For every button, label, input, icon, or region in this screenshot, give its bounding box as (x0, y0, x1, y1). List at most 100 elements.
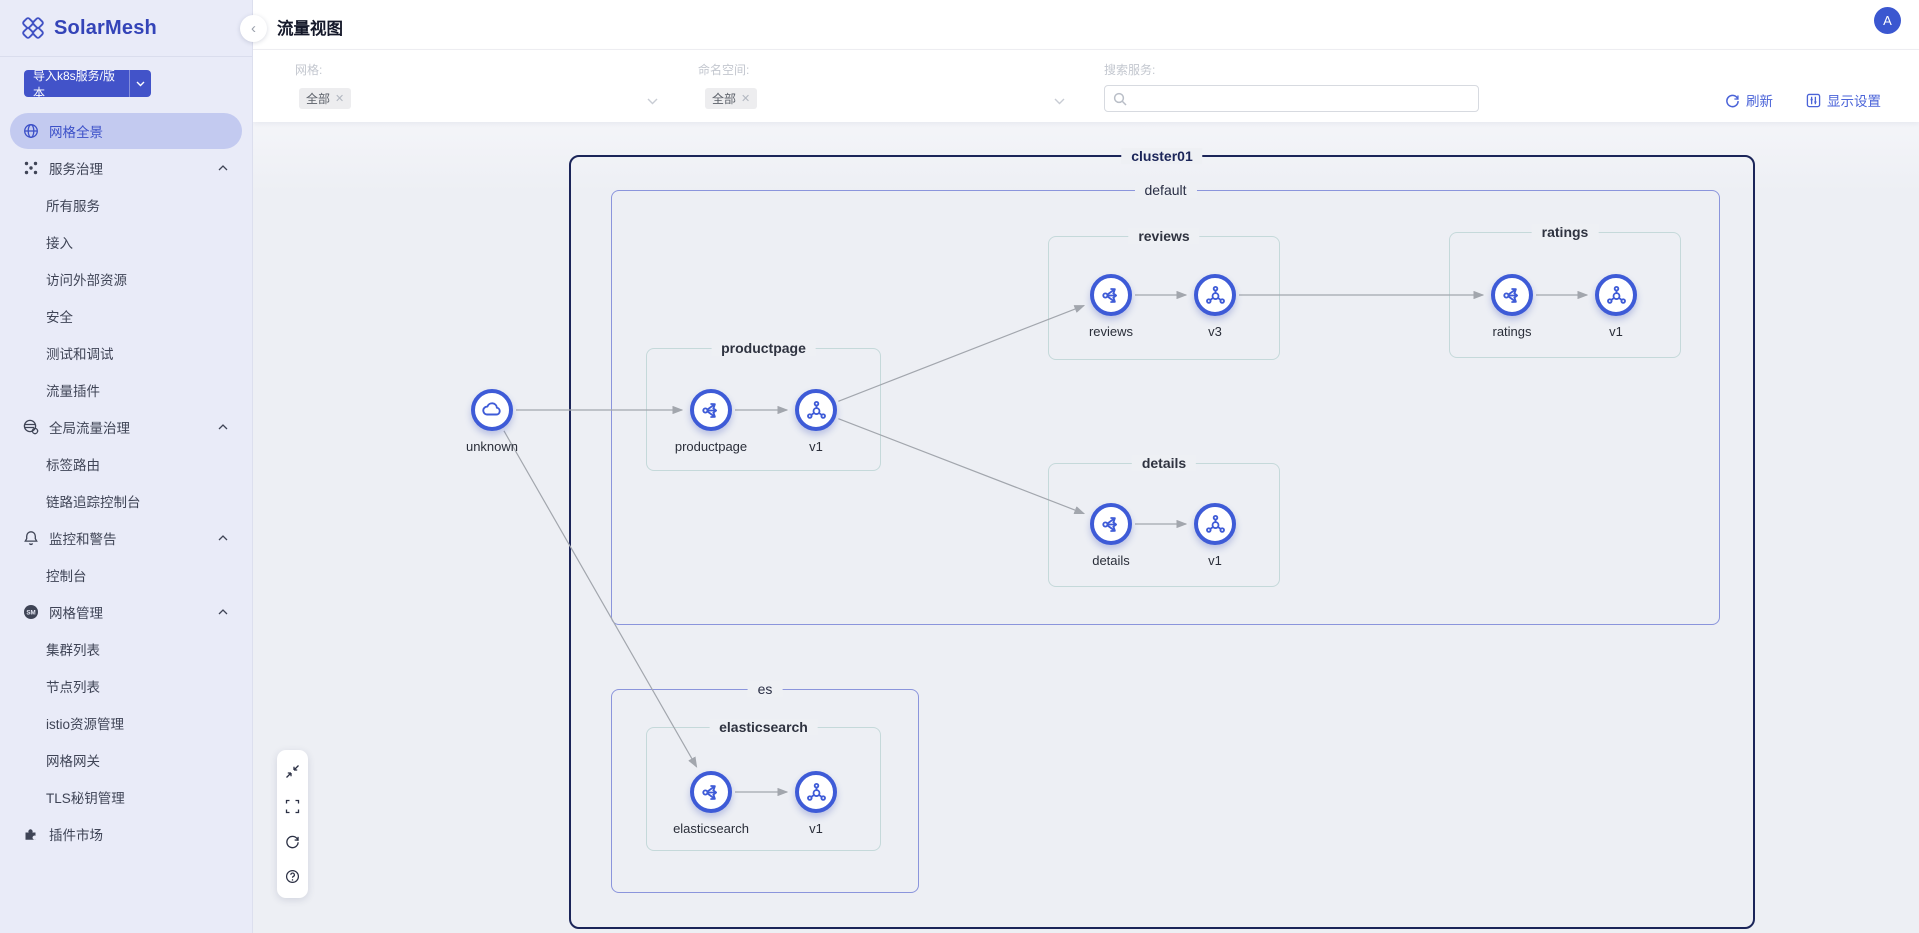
close-icon[interactable]: ✕ (335, 93, 345, 105)
sidebar-item-9[interactable]: 标签路由 (10, 446, 242, 482)
sidebar-item-12[interactable]: 控制台 (10, 557, 242, 593)
plugin-market-icon (22, 826, 39, 843)
group-label-es: es (747, 681, 783, 698)
sidebar: SolarMesh 导入k8s服务/版本 网格全景服务治理所有服务接入访问外部资… (0, 0, 253, 933)
sidebar-item-3[interactable]: 接入 (10, 224, 242, 260)
graph-toolbar (277, 750, 308, 898)
mesh-logo-icon (22, 17, 44, 39)
chevron-down-icon[interactable] (647, 92, 658, 110)
caret-up-icon[interactable] (218, 535, 228, 541)
close-icon[interactable]: ✕ (741, 93, 751, 105)
chevron-down-icon[interactable] (1054, 92, 1065, 110)
sidebar-item-label: 监控和警告 (49, 532, 117, 547)
group-box-reviews-group[interactable]: reviews (1048, 228, 1280, 360)
sidebar-item-7[interactable]: 流量插件 (10, 372, 242, 408)
search-input[interactable] (1133, 86, 1478, 111)
node-productpage[interactable]: productpage (675, 389, 747, 454)
sidebar-item-5[interactable]: 安全 (10, 298, 242, 334)
refresh-icon (1726, 94, 1739, 107)
group-box-details-group[interactable]: details (1048, 455, 1280, 587)
chevron-left-icon: ‹ (251, 20, 256, 37)
node-elasticsearch-v1[interactable]: v1 (795, 771, 837, 836)
fullscreen-button[interactable] (277, 789, 308, 824)
service-node-icon (1501, 284, 1524, 307)
sidebar-item-label: 安全 (46, 310, 73, 325)
sidebar-item-label: 控制台 (46, 569, 87, 584)
main-area: 流量视图 A 网格: 全部 ✕ 命名空间: 全部 ✕ 搜索服务: (253, 0, 1919, 933)
sidebar-item-15[interactable]: 节点列表 (10, 668, 242, 704)
globe-icon (22, 123, 39, 140)
caret-up-icon[interactable] (218, 424, 228, 430)
node-ratings-v1[interactable]: v1 (1595, 274, 1637, 339)
sidebar-item-label: 接入 (46, 236, 73, 251)
sidebar-item-14[interactable]: 集群列表 (10, 631, 242, 667)
display-settings-icon (1806, 93, 1821, 107)
sidebar-item-label: 服务治理 (49, 162, 103, 177)
refresh-label: 刷新 (1746, 94, 1773, 109)
caret-up-icon[interactable] (218, 165, 228, 171)
namespace-filter-chip[interactable]: 全部 ✕ (705, 88, 758, 109)
group-box-elasticsearch-group[interactable]: elasticsearch (646, 719, 881, 851)
sidebar-item-2[interactable]: 所有服务 (10, 187, 242, 223)
refresh-button[interactable]: 刷新 (1725, 90, 1773, 110)
chevron-down-icon[interactable] (130, 70, 151, 97)
sidebar-item-label: 标签路由 (46, 458, 100, 473)
search-icon (1113, 92, 1127, 106)
fullscreen-icon (285, 799, 300, 814)
sidebar-item-11[interactable]: 监控和警告 (10, 520, 242, 556)
sidebar-item-17[interactable]: 网格网关 (10, 742, 242, 778)
node-elasticsearch[interactable]: elasticsearch (673, 771, 749, 836)
node-productpage-v1[interactable]: v1 (795, 389, 837, 454)
app-name: SolarMesh (54, 16, 157, 39)
sidebar-item-16[interactable]: istio资源管理 (10, 705, 242, 741)
help-icon (285, 869, 300, 884)
group-label-reviews-group: reviews (1128, 228, 1200, 245)
sidebar-item-0[interactable]: 网格全景 (10, 113, 242, 149)
display-settings-button[interactable]: 显示设置 (1806, 90, 1881, 110)
service-node-icon (1100, 513, 1123, 536)
group-box-ratings-group[interactable]: ratings (1449, 224, 1681, 358)
sidebar-item-18[interactable]: TLS秘钥管理 (10, 779, 242, 815)
group-box-default[interactable]: default (611, 182, 1720, 625)
mesh-management-icon: SM (22, 604, 39, 621)
node-details[interactable]: details (1090, 503, 1132, 568)
sidebar-item-label: 测试和调试 (46, 347, 114, 362)
help-button[interactable] (277, 859, 308, 894)
sidebar-item-4[interactable]: 访问外部资源 (10, 261, 242, 297)
node-reviews[interactable]: reviews (1089, 274, 1133, 339)
node-reviews-v3[interactable]: v3 (1194, 274, 1236, 339)
compress-button[interactable] (277, 754, 308, 789)
sidebar-item-label: 所有服务 (46, 199, 100, 214)
group-label-productpage-group: productpage (711, 340, 816, 357)
node-ratings[interactable]: ratings (1491, 274, 1533, 339)
caret-up-icon[interactable] (218, 609, 228, 615)
sidebar-item-19[interactable]: 插件市场 (10, 816, 242, 852)
service-node-icon (700, 781, 723, 804)
node-unknown[interactable]: unknown (466, 389, 518, 454)
avatar[interactable]: A (1874, 7, 1901, 34)
reload-button[interactable] (277, 824, 308, 859)
version-node-icon (1204, 513, 1227, 536)
import-k8s-button[interactable]: 导入k8s服务/版本 (24, 70, 151, 97)
button-divider (128, 70, 130, 97)
chip-text: 全部 (306, 92, 331, 106)
sidebar-nav: 网格全景服务治理所有服务接入访问外部资源安全测试和调试流量插件全局流量治理标签路… (0, 111, 252, 852)
service-node-icon (1100, 284, 1123, 307)
node-details-v1[interactable]: v1 (1194, 503, 1236, 568)
sidebar-item-label: istio资源管理 (46, 717, 125, 732)
collapse-sidebar-button[interactable]: ‹ (240, 15, 267, 42)
group-box-es[interactable]: es (611, 681, 919, 893)
reload-icon (285, 834, 300, 849)
group-box-productpage-group[interactable]: productpage (646, 340, 881, 471)
search-box (1104, 85, 1479, 112)
sidebar-item-1[interactable]: 服务治理 (10, 150, 242, 186)
sidebar-item-10[interactable]: 链路追踪控制台 (10, 483, 242, 519)
global-traffic-icon (22, 419, 39, 436)
cloud-node-icon (480, 398, 504, 422)
version-node-icon (805, 399, 828, 422)
mesh-filter-chip[interactable]: 全部 ✕ (299, 88, 352, 109)
sidebar-item-8[interactable]: 全局流量治理 (10, 409, 242, 445)
sidebar-item-6[interactable]: 测试和调试 (10, 335, 242, 371)
